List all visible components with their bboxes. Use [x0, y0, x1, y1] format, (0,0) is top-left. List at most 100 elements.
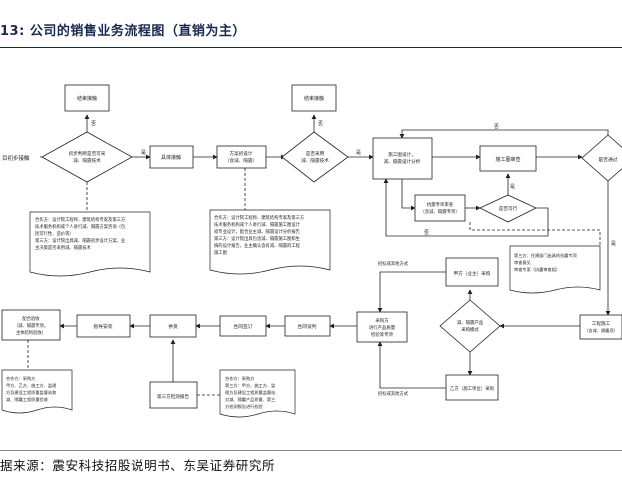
no-label: 否 — [318, 121, 323, 127]
note-3-line-3: 审查专家（抗震审查组） — [514, 266, 560, 273]
note-1-line-3: 括可行性、造价等） — [35, 230, 74, 237]
note-2: 合作方：设计院工程师、建筑结构专家及第三方 技术服务机构或个人进行减、隔震施工图… — [209, 209, 331, 275]
note-1-line-1: 合作方：设计院工程师、建筑结构专家及第三方 — [35, 216, 126, 223]
note-3: 第三方：住建部门出具的抗震专项 审查意见 审查专家（抗震审查组） — [509, 245, 601, 294]
note-1: 合作方：设计院工程师、建筑结构专家及第三方 技术服务机构或个人进行减、隔震方案咨… — [29, 211, 151, 277]
no-label: 否 — [424, 230, 429, 236]
judge-2-line-1: 是否采用 — [306, 150, 325, 157]
yes-label: 是 — [141, 150, 146, 156]
note-1-line-2: 技术服务机构或个人进行减、隔震方案咨询（包 — [35, 223, 126, 230]
bid-invite-label-2: 招标或其他方式 — [378, 390, 409, 397]
node-acceptance: 配合验收 （减、隔震专项， 主体结构验收） — [1, 309, 61, 341]
svg-text:是否通过: 是否通过 — [598, 156, 617, 163]
source-note: 据来源：震安科技招股说明书、东吴证券研究所 — [0, 458, 276, 473]
svg-text:甲方（业主）采购: 甲方（业主）采购 — [454, 270, 491, 277]
svg-text:是否可行: 是否可行 — [499, 205, 518, 212]
node-pass-judge: 是否通过 — [581, 134, 622, 182]
node-construction: 工程施工 （含减、隔震项） — [579, 314, 622, 340]
svg-text:乙方（施工单位）采购: 乙方（施工单位）采购 — [450, 385, 495, 392]
node-install-guide: 指导安装 — [76, 314, 131, 338]
svg-text:施工图审查: 施工图审查 — [495, 156, 520, 163]
design-line-1: 施工图设计， — [388, 151, 416, 158]
node-terminate-2: 结束接触 — [291, 84, 337, 112]
node-contract-negotiation: 合同谈判 — [284, 315, 331, 337]
note-2-line-2: 技术服务机构或个人进行减、隔震施工图设计 — [214, 221, 301, 228]
note-5-line-1: 合作方：采购方 — [225, 375, 254, 382]
no-label: 否 — [91, 121, 96, 127]
note-2-line-3: 或专业设计，配合业主减、隔震设计分析报告 — [214, 228, 301, 235]
svg-text:第三方检测报告: 第三方检测报告 — [157, 393, 190, 400]
scheme-line-2: （含减、隔震） — [225, 157, 257, 164]
note-4: 合作方：采购方 甲方、乙方、施工方、监理 方及建设工程质量监督站和 减、隔震工程… — [1, 369, 73, 414]
note-3-line-2: 审查意见 — [514, 259, 531, 266]
figure-title: 13: 公司的销售业务流程图（直销为主） — [0, 24, 246, 39]
node-expert-review: 抗震专项审查 （含减、隔震专项） — [414, 194, 466, 222]
svg-text:具体接触: 具体接触 — [161, 154, 181, 161]
expert-line-1: 抗震专项审查 — [427, 201, 454, 208]
note-4-line-2: 甲方、乙方、施工方、监理 — [6, 382, 57, 389]
connector-lines — [27, 114, 611, 396]
title-rule — [0, 47, 622, 48]
note-3-line-1: 第三方：住建部门出具的抗震专项 — [514, 252, 578, 259]
node-judge-2: 是否采用 减、隔震技术 — [281, 131, 349, 183]
note-5-line-4: 对减、隔震产品质量、第三 — [225, 396, 275, 403]
svg-text:目初步接触: 目初步接触 — [2, 154, 30, 162]
node-construction-design: 施工图设计， 减、隔震设计分析 — [372, 137, 433, 180]
edge-labels: 是 否 是 否 否 是 否 是 — [91, 121, 616, 247]
source-rule — [0, 450, 622, 451]
note-5-line-2: 第三方：甲方、施工方、监 — [225, 382, 275, 389]
acceptance-line-3: 主体结构验收） — [16, 329, 46, 336]
flowchart: 是 否 是 否 否 是 否 是 目初步接触 结束接触 初步判断是否可采 减、隔震… — [1, 84, 622, 418]
svg-text:指导安装: 指导安装 — [93, 323, 112, 330]
note-2-line-6: 施工图 — [214, 249, 227, 256]
construction-line-2: （含减、隔震项） — [584, 327, 618, 334]
node-specific-contact: 具体接触 — [149, 145, 194, 169]
note-5: 合作方：采购方 第三方：甲方、施工方、监 理方及建设工程质量监督站 对减、隔震产… — [219, 369, 296, 418]
yes-label: 是 — [356, 150, 361, 156]
construction-line-1: 工程施工 — [592, 320, 611, 327]
node-tender: 采购方 进行产品质量 检验等专项 — [356, 311, 408, 343]
node-start: 目初步接触 — [2, 154, 30, 162]
node-terminate-1: 结束接触 — [64, 84, 110, 112]
note-1-line-5: 主决策是否采用减、隔震技术 — [35, 244, 92, 251]
node-scheme-design: 方案初设计 （含减、隔震） — [216, 145, 267, 169]
design-line-2: 减、隔震设计分析 — [384, 158, 421, 165]
tender-line-3: 检验等专项 — [371, 331, 394, 338]
tender-line-1: 采购方 — [375, 317, 389, 324]
note-2-line-5: 统的设计报告，业主确认含有减、隔震的工程 — [214, 242, 301, 249]
node-purchase-mode: 减、隔震产品 采购模式 — [439, 299, 501, 353]
svg-text:供货: 供货 — [168, 323, 178, 330]
note-4-line-1: 合作方：采购方 — [6, 375, 35, 382]
node-party-a-purchase: 甲方（业主）采购 — [445, 257, 499, 287]
note-2-line-4: 第三方：设计院出具包含减、隔震施工图和生 — [214, 235, 301, 242]
tender-line-2: 进行产品质量 — [369, 324, 396, 331]
svg-text:结束接触: 结束接触 — [304, 95, 324, 102]
purchase-mode-line-1: 减、隔震产品 — [457, 319, 484, 326]
node-contract-signed: 合同签订 — [219, 315, 267, 337]
note-5-line-3: 理方及建设工程质量监督站 — [225, 389, 275, 396]
judge-1-line-1: 初步判断是否可采 — [69, 150, 106, 157]
node-construction-review: 施工图审查 — [479, 145, 537, 172]
note-2-line-1: 合作方：设计院工程师、建筑结构专家及第三方 — [214, 214, 305, 221]
note-5-line-5: 方检测报告进行检验 — [225, 403, 264, 410]
no-label: 否 — [494, 124, 499, 130]
note-1-line-4: 第三方：设计院出具减、隔震初步设计方案，业 — [35, 237, 126, 244]
bid-invite-label: 招标或其他方式 — [378, 260, 409, 267]
yes-label: 是 — [510, 184, 515, 190]
expert-line-2: （含减、隔震专项） — [420, 208, 460, 215]
note-4-line-3: 方及建设工程质量监督站和 — [6, 389, 56, 396]
yes-label: 是 — [611, 241, 616, 247]
node-can-pass: 是否可行 — [479, 194, 537, 223]
judge-2-line-2: 减、隔震技术 — [301, 157, 329, 164]
judge-1-line-2: 减、隔震技术 — [73, 157, 101, 164]
node-party-c-purchase: 乙方（施工单位）采购 — [445, 374, 499, 401]
acceptance-line-1: 配合验收 — [22, 315, 40, 322]
node-supply: 供货 — [149, 314, 197, 338]
svg-text:合同谈判: 合同谈判 — [297, 323, 316, 330]
scheme-line-1: 方案初设计 — [230, 150, 253, 157]
purchase-mode-line-2: 采购模式 — [461, 326, 479, 333]
svg-text:合同签订: 合同签订 — [233, 323, 252, 330]
svg-text:结束接触: 结束接触 — [77, 95, 97, 102]
note-4-line-4: 减、隔震工程质量验收 — [6, 396, 49, 403]
node-judge-1: 初步判断是否可采 减、隔震技术 — [41, 131, 133, 183]
